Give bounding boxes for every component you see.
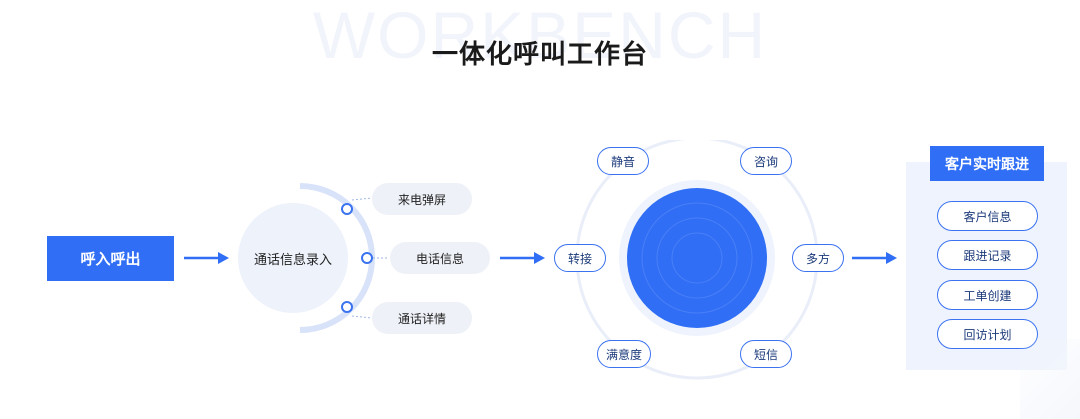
call-info-entry-circle: 通话信息录入 bbox=[238, 203, 348, 313]
arrow-right-icon bbox=[852, 252, 897, 264]
ring-item-sms[interactable]: 短信 bbox=[740, 340, 792, 368]
panel-item-create-ticket[interactable]: 工单创建 bbox=[937, 280, 1038, 310]
corner-glow bbox=[1020, 339, 1080, 419]
arrow-right-icon bbox=[500, 252, 545, 264]
page-title: 一体化呼叫工作台 bbox=[431, 40, 648, 70]
ring-item-satisfaction[interactable]: 满意度 bbox=[597, 340, 651, 368]
input-item-phone-info[interactable]: 电话信息 bbox=[390, 242, 490, 274]
input-item-call-details[interactable]: 通话详情 bbox=[372, 302, 472, 334]
watermark-text: WORKBENCH bbox=[312, 0, 768, 72]
ring-item-transfer[interactable]: 转接 bbox=[554, 244, 606, 272]
panel-item-customer-info[interactable]: 客户信息 bbox=[937, 201, 1038, 231]
ring-item-mute[interactable]: 静音 bbox=[597, 147, 649, 175]
arrow-right-icon bbox=[184, 252, 229, 264]
panel-item-followup-records[interactable]: 跟进记录 bbox=[937, 240, 1038, 270]
call-in-out-button[interactable]: 呼入呼出 bbox=[47, 236, 174, 281]
input-item-incoming-popup[interactable]: 来电弹屏 bbox=[372, 183, 472, 215]
input-connector-arc bbox=[299, 183, 388, 333]
ring-item-multiparty[interactable]: 多方 bbox=[792, 244, 844, 272]
panel-header: 客户实时跟进 bbox=[930, 146, 1044, 181]
ring-item-consult[interactable]: 咨询 bbox=[740, 147, 792, 175]
